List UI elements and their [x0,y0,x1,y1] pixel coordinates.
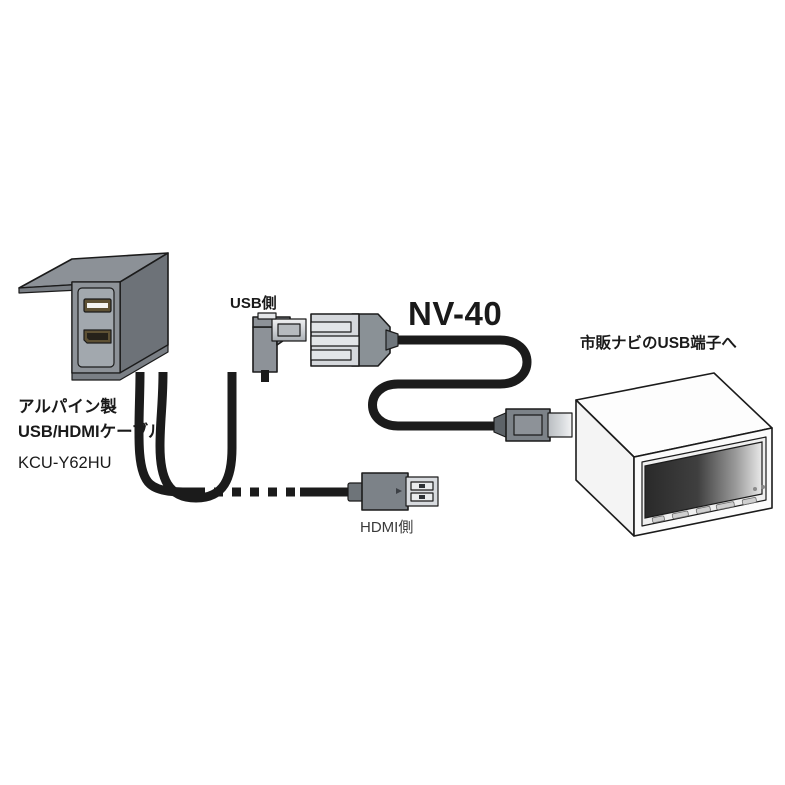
hdmi-plug [347,472,439,511]
nav-button-3[interactable] [695,506,711,515]
destination-label: 市販ナビのUSB端子へ [580,333,737,352]
nav-usb-metal-tip [547,412,573,438]
nav-button-1[interactable] [651,515,665,524]
usb-ra-tip-inner [277,323,301,337]
usb-side-label: USB側 [230,294,277,312]
part-type-label: USB/HDMIケーブル [18,421,165,441]
nv40-connector-rib-bottom [310,349,352,361]
nav-button-row [651,485,765,524]
hdmi-contact-pin-top [419,484,425,488]
usb-plug-navigation-end [493,408,573,442]
hdmi-plug-marker [396,488,402,494]
nav-button-5[interactable] [741,497,757,506]
usb-cable-branch [155,371,237,503]
part-brand-label: アルパイン製 [18,396,117,416]
hdmi-plug-tip [405,476,439,507]
nav-button-2[interactable] [671,510,689,520]
nv40-connector-rib-top [310,321,352,333]
hdmi-cable-branch-solid [134,371,197,497]
nav-button-4[interactable] [715,501,735,511]
nv40-cable [368,335,532,431]
hdmi-side-label: HDMI側 [360,519,413,536]
part-model-label: KCU-Y62HU [18,454,112,472]
panel-bottom-edge [71,344,169,381]
hdmi-contact-pin-bottom [419,495,425,499]
car-navigation-head-unit [575,372,773,537]
product-model-label: NV-40 [408,295,502,332]
hdmi-plug-body [361,472,409,511]
nav-indicator-dot-2 [761,485,765,489]
nv40-cable-strain-relief [385,329,399,351]
panel-usb-port-slot [87,303,108,308]
usb-right-angle-plug [252,312,307,382]
nv40-inline-connector [310,313,399,367]
alpine-usb-hdmi-panel [18,252,169,381]
nav-screen [644,441,763,519]
nav-indicator-dot [753,487,757,491]
panel-hdmi-port-slot [87,333,108,340]
usb-ra-latch [257,312,277,320]
nav-usb-body-inset [513,414,543,436]
nv40-connector-rib-mid [310,335,360,347]
